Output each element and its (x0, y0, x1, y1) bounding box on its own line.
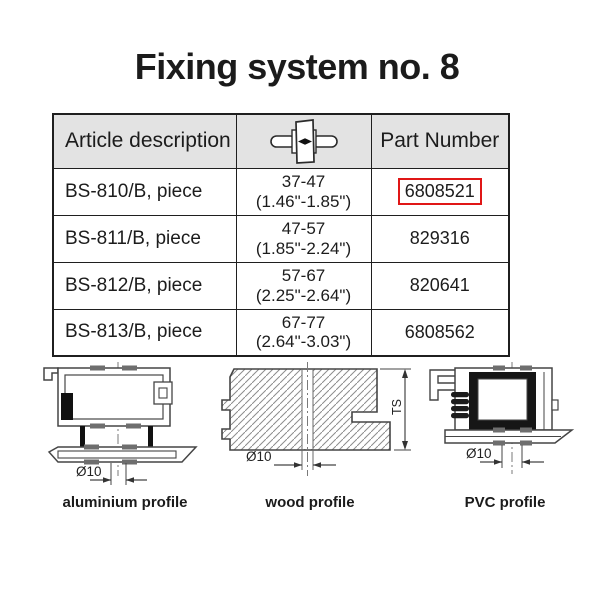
pvc-profile-drawing: Ø10 (429, 362, 575, 474)
range-mm: 67-77 (281, 313, 326, 333)
range-inch: (2.25"-2.64") (255, 285, 352, 305)
part-cell: 829316 (370, 214, 510, 263)
table-row: BS-811/B, piece 47-57 (1.85"-2.24") 8293… (52, 214, 510, 263)
table-row: BS-810/B, piece 37-47 (1.46"-1.85") 6808… (52, 167, 510, 216)
table-row: BS-813/B, piece 67-77 (2.64"-3.03") 6808… (52, 308, 510, 357)
range-mm: 57-67 (281, 266, 326, 286)
aluminium-profile-label: aluminium profile (62, 494, 188, 511)
range-cell: 37-47 (1.46"-1.85") (235, 167, 372, 216)
pvc-profile-label: PVC profile (464, 494, 546, 511)
parts-table: Article description Part Number (52, 113, 510, 357)
range-inch: (1.46"-1.85") (255, 191, 352, 211)
part-cell: 6808521 (370, 167, 510, 216)
wood-profile-drawing: TS Ø10 (221, 362, 411, 476)
header-row: Article description Part Number (52, 113, 510, 169)
range-mm: 47-57 (281, 219, 326, 239)
panel-width-range-icon (269, 119, 338, 165)
range-inch: (2.64"-3.03") (255, 332, 352, 352)
article-cell: BS-810/B, piece (52, 167, 237, 216)
diameter-dimension-label: Ø10 (76, 464, 102, 479)
range-cell: 67-77 (2.64"-3.03") (235, 308, 372, 357)
col-header-part-number: Part Number (370, 113, 510, 169)
wood-profile-label: wood profile (265, 494, 355, 511)
article-cell: BS-812/B, piece (52, 261, 237, 310)
article-cell: BS-811/B, piece (52, 214, 237, 263)
col-header-range (235, 113, 372, 169)
col-header-article-description: Article description (52, 113, 237, 169)
ts-dimension-label: TS (390, 399, 404, 415)
diameter-dimension-label: Ø10 (246, 449, 272, 464)
gasket-ribs (451, 392, 469, 419)
table-row: BS-812/B, piece 57-67 (2.25"-2.64") 8206… (52, 261, 510, 310)
seal-block (61, 393, 73, 420)
article-cell: BS-813/B, piece (52, 308, 237, 357)
range-cell: 47-57 (1.85"-2.24") (235, 214, 372, 263)
table-header: Article description Part Number (52, 113, 510, 169)
aluminium-profile-drawing: Ø10 (43, 362, 198, 485)
part-cell: 820641 (370, 261, 510, 310)
part-cell: 6808562 (370, 308, 510, 357)
page-title: Fixing system no. 8 (134, 46, 460, 87)
range-inch: (1.85"-2.24") (255, 238, 352, 258)
range-mm: 37-47 (281, 172, 326, 192)
range-cell: 57-67 (2.25"-2.64") (235, 261, 372, 310)
highlighted-part-number: 6808521 (397, 178, 482, 205)
diameter-dimension-label: Ø10 (466, 446, 492, 461)
